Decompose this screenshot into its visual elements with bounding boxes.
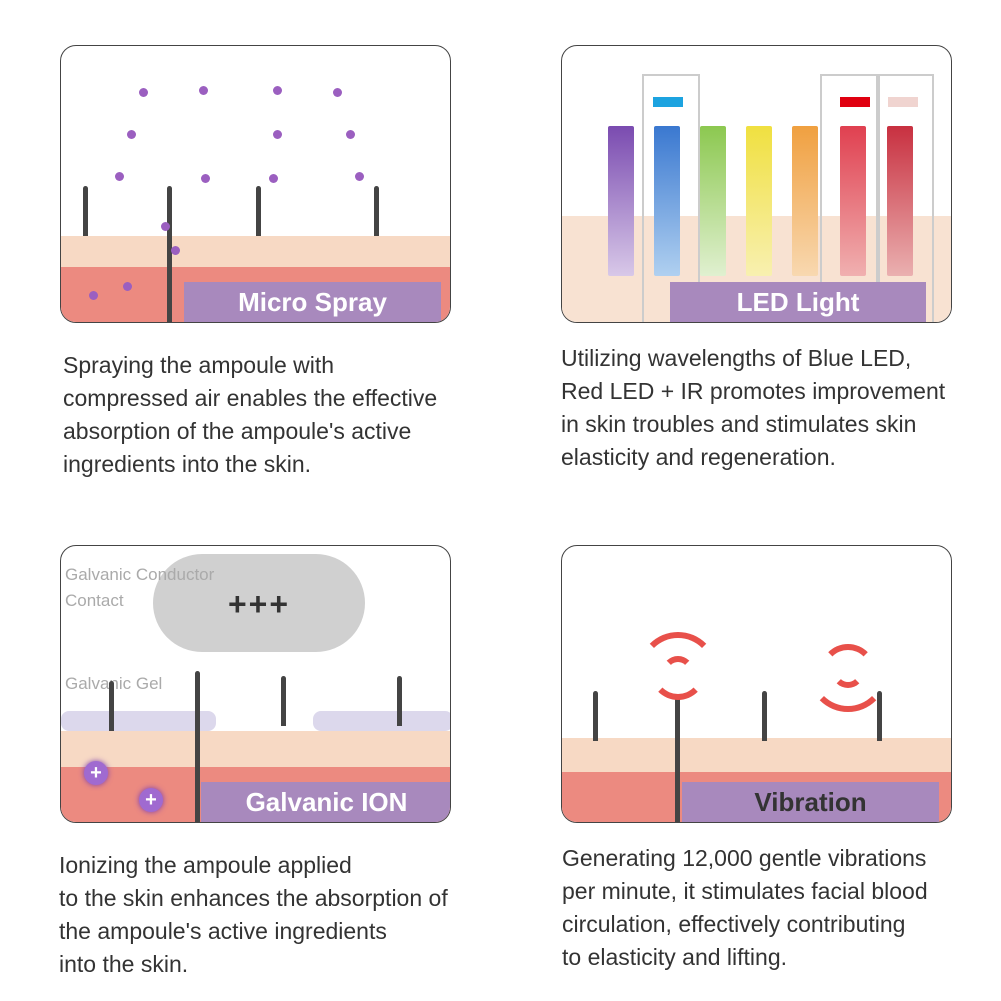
vibration-wave-icon — [808, 632, 888, 712]
blue-led-indicator — [653, 97, 683, 107]
hair — [374, 186, 379, 236]
feature-title: LED Light — [670, 282, 926, 322]
spray-droplet — [273, 86, 282, 95]
wavelength-bar-violet — [608, 126, 634, 276]
spray-droplet — [355, 172, 364, 181]
spray-droplet — [273, 130, 282, 139]
wavelength-bar-ir — [887, 126, 913, 276]
vibration-wave-icon — [820, 644, 876, 700]
spray-droplet — [139, 88, 148, 97]
spray-droplet — [89, 291, 98, 300]
skin-layer — [61, 731, 450, 769]
hair — [593, 691, 598, 741]
hair — [195, 671, 200, 822]
skin-layer — [562, 738, 951, 774]
galvanic-conductor — [153, 554, 365, 652]
hair — [281, 676, 286, 726]
hair — [675, 696, 680, 822]
hair — [762, 691, 767, 741]
wavelength-bar-orange — [792, 126, 818, 276]
feature-description: Ionizing the ampoule applied to the skin… — [59, 852, 448, 977]
hair — [83, 186, 88, 236]
led-panel-ir — [878, 74, 934, 322]
spray-droplet — [171, 246, 180, 255]
wavelength-bar-blue — [654, 126, 680, 276]
spray-droplet — [123, 282, 132, 291]
led-panel-red — [820, 74, 878, 322]
skin-layer — [61, 236, 450, 271]
gel-layer — [313, 711, 450, 731]
vibration-card: Vibration — [561, 545, 952, 823]
feature-title: Galvanic ION — [201, 782, 450, 822]
vibration-wave-icon — [638, 632, 718, 712]
feature-description: Utilizing wavelengths of Blue LED, Red L… — [561, 345, 946, 470]
gel-layer — [61, 711, 216, 731]
feature-title: Micro Spray — [184, 282, 441, 322]
ir-indicator — [888, 97, 918, 107]
charge-symbols: +++ — [227, 586, 291, 622]
feature-title: Vibration — [682, 782, 939, 822]
hair — [256, 186, 261, 236]
conductor-label: Galvanic Conductor Contact — [65, 565, 215, 610]
spray-droplet — [115, 172, 124, 181]
spray-droplet — [269, 174, 278, 183]
led-light-card: LED Light — [561, 45, 952, 323]
wavelength-bar-green — [700, 126, 726, 276]
micro-spray-card: Micro Spray — [60, 45, 451, 323]
hair — [109, 681, 114, 731]
hair — [397, 676, 402, 726]
spray-droplet — [333, 88, 342, 97]
galvanic-ion-card: +++ Galvanic Conductor Contact Galvanic … — [60, 545, 451, 823]
hair — [167, 186, 172, 322]
feature-description: Generating 12,000 gentle vibrations per … — [562, 845, 928, 970]
spray-droplet — [199, 86, 208, 95]
ion-icon: + — [139, 788, 163, 812]
led-panel-blue — [642, 74, 700, 322]
wavelength-bar-yellow — [746, 126, 772, 276]
ion-icon: + — [84, 761, 108, 785]
spray-droplet — [201, 174, 210, 183]
spray-droplet — [346, 130, 355, 139]
spray-droplet — [161, 222, 170, 231]
red-led-indicator — [840, 97, 870, 107]
feature-description: Spraying the ampoule with compressed air… — [63, 352, 438, 477]
hair — [877, 691, 882, 741]
wavelength-bar-red — [840, 126, 866, 276]
spray-droplet — [127, 130, 136, 139]
